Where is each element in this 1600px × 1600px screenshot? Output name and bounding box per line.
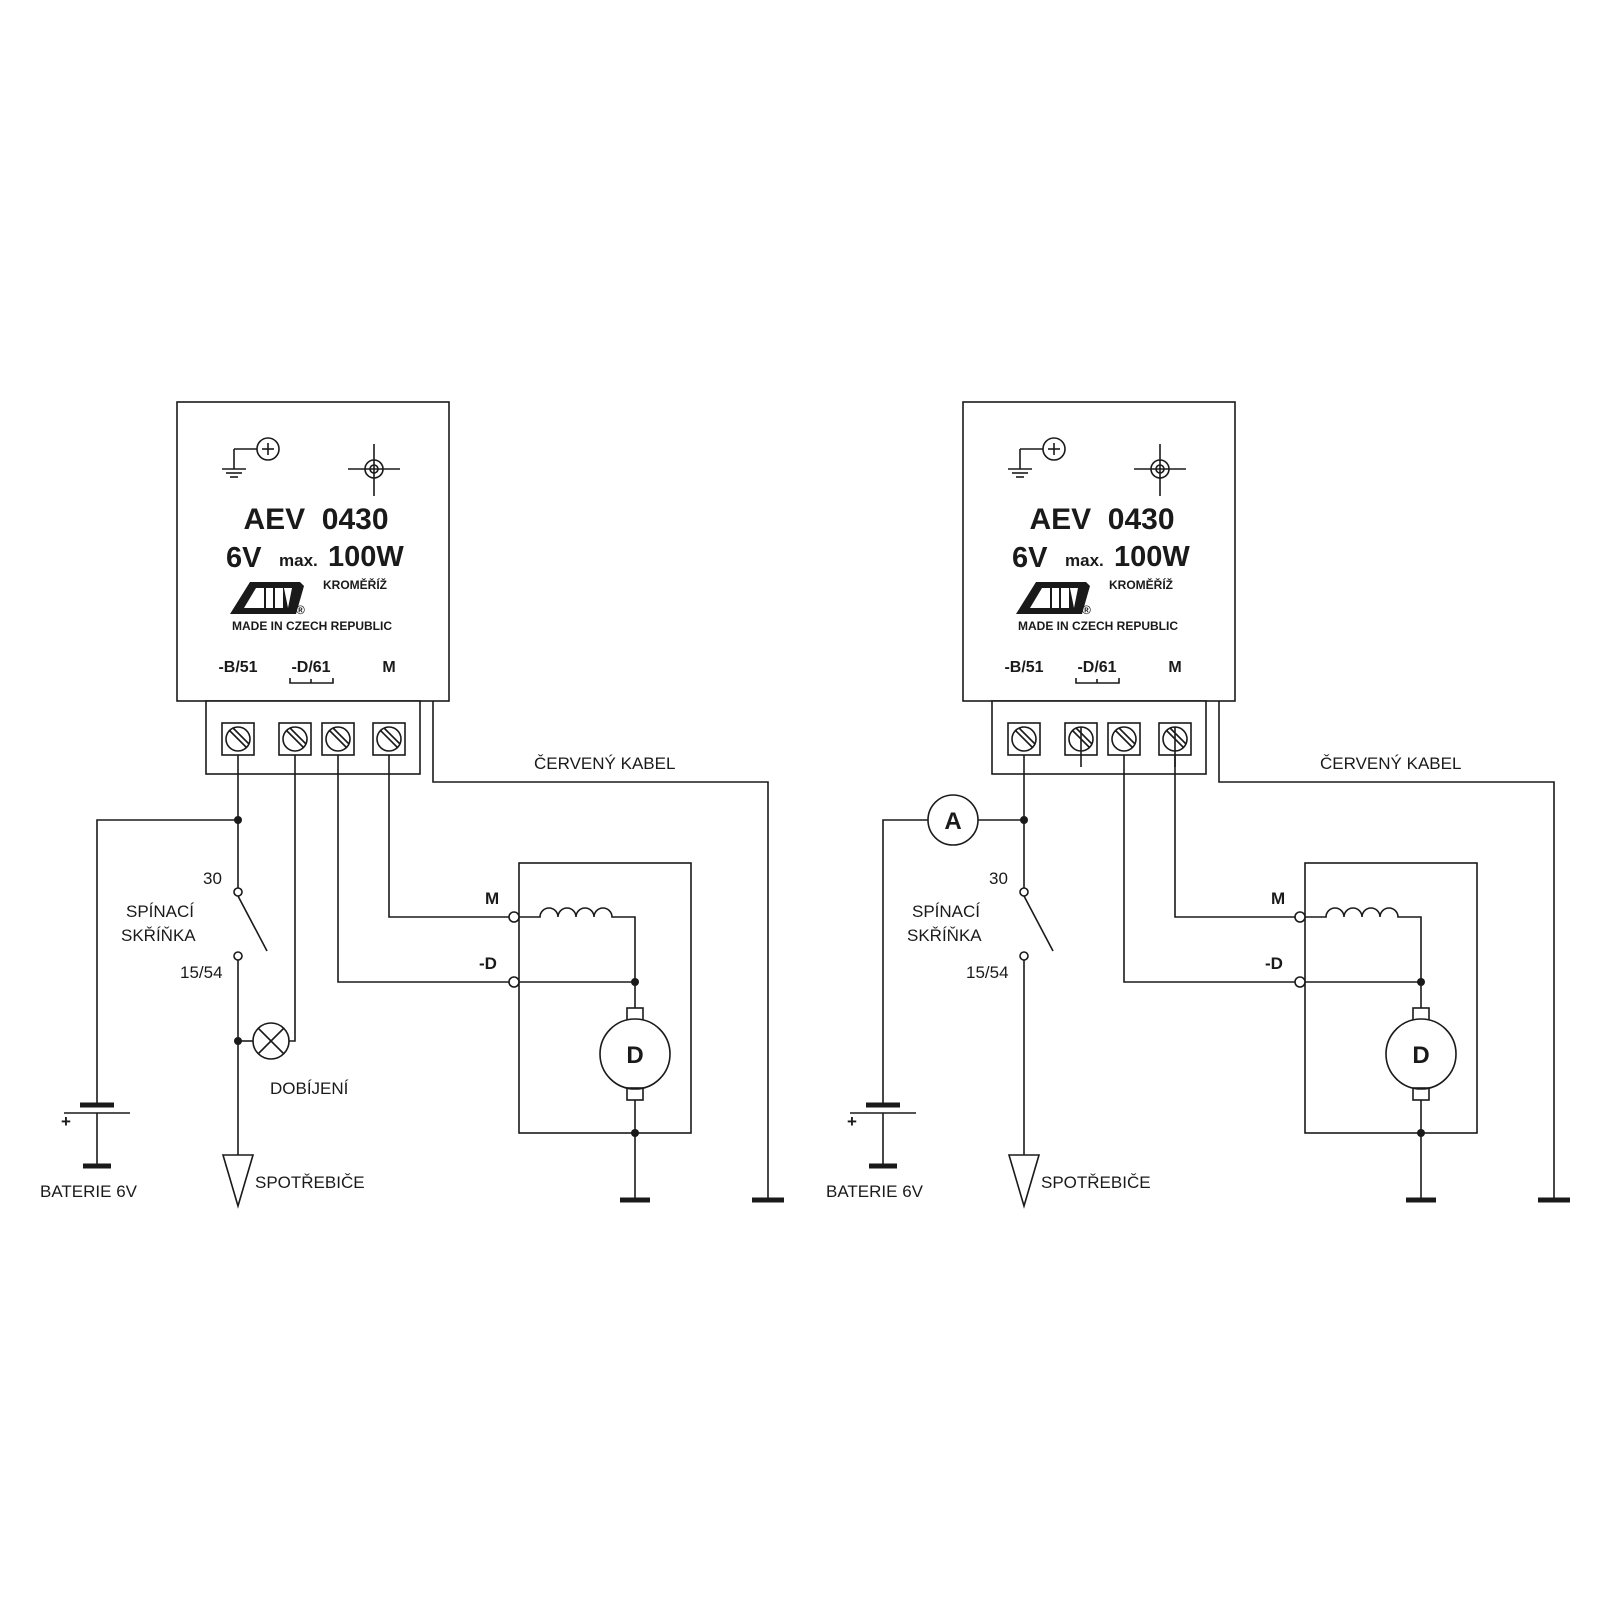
consumers-label: SPOTŘEBIČE bbox=[255, 1173, 365, 1192]
dynamo-label: D bbox=[1412, 1042, 1429, 1069]
switch-30-label: 30 bbox=[203, 869, 222, 888]
switch-1554-label: 15/54 bbox=[966, 963, 1009, 982]
made-in-label: MADE IN CZECH REPUBLIC bbox=[1018, 619, 1178, 633]
registered-mark: ® bbox=[1082, 603, 1091, 617]
made-in-label: MADE IN CZECH REPUBLIC bbox=[232, 619, 392, 633]
terminal-b51-label: -B/51 bbox=[218, 659, 257, 676]
dynamo-m-label: M bbox=[1271, 889, 1285, 908]
brush-bottom bbox=[1412, 1087, 1430, 1101]
voltage-label: 6V bbox=[226, 542, 262, 574]
switch-lever bbox=[1023, 895, 1054, 952]
diagram-with-charging-lamp: AEV 0430 6V max. 100W ® KROMĚŘÍŽ MADE IN… bbox=[40, 401, 784, 1209]
dynamo-terminal-m bbox=[1294, 911, 1306, 923]
switch-contact-1554 bbox=[1019, 951, 1029, 961]
battery-label: BATERIE 6V bbox=[40, 1182, 138, 1201]
mounting-hole-icon bbox=[348, 444, 400, 496]
mounting-hole-icon bbox=[1134, 444, 1186, 496]
switch-lever bbox=[237, 895, 268, 952]
battery-plus-label: + bbox=[847, 1112, 857, 1131]
terminal-block bbox=[991, 700, 1207, 775]
terminal-d61-label: -D/61 bbox=[1077, 659, 1116, 676]
terminal-bracket bbox=[1075, 678, 1120, 684]
voltage-label: 6V bbox=[1012, 542, 1048, 574]
registered-mark: ® bbox=[296, 603, 305, 617]
ground-plus-icon bbox=[222, 437, 280, 478]
dynamo-terminal-m bbox=[508, 911, 520, 923]
ammeter-label: A bbox=[944, 808, 961, 835]
d-wire bbox=[337, 755, 510, 983]
lamp-d61-wire bbox=[289, 755, 296, 1042]
aev-logo bbox=[1016, 582, 1090, 614]
max-prefix-label: max. bbox=[1065, 551, 1104, 570]
d-wire bbox=[1123, 755, 1296, 983]
dynamo-housing bbox=[1304, 862, 1478, 1134]
regulator-housing bbox=[962, 401, 1236, 702]
regulator-housing bbox=[176, 401, 450, 702]
consumers-arrow-icon bbox=[221, 1154, 255, 1209]
aev-logo bbox=[230, 582, 304, 614]
terminal-b51-label: -B/51 bbox=[1004, 659, 1043, 676]
field-coil-icon bbox=[1305, 907, 1422, 982]
screw-terminal-d61a bbox=[278, 722, 312, 756]
red-cable-wire bbox=[1218, 701, 1555, 1200]
consumers-arrow-icon bbox=[1007, 1154, 1041, 1209]
power-label: 100W bbox=[328, 541, 404, 573]
red-cable-label: ČERVENÝ KABEL bbox=[1320, 754, 1461, 773]
switch-1554-label: 15/54 bbox=[180, 963, 223, 982]
battery-label: BATERIE 6V bbox=[826, 1182, 924, 1201]
max-prefix-label: max. bbox=[279, 551, 318, 570]
dynamo-housing bbox=[518, 862, 692, 1134]
red-cable-wire bbox=[432, 701, 769, 1200]
model-label: AEV 0430 bbox=[243, 503, 388, 536]
dynamo-d-label: -D bbox=[479, 954, 497, 973]
switch-contact-1554 bbox=[233, 951, 243, 961]
m-wire bbox=[388, 755, 510, 918]
screw-terminal-d61a bbox=[1064, 722, 1098, 767]
red-cable-label: ČERVENÝ KABEL bbox=[534, 754, 675, 773]
terminal-d61-label: -D/61 bbox=[291, 659, 330, 676]
model-label: AEV 0430 bbox=[1029, 503, 1174, 536]
dynamo-armature-icon bbox=[599, 1018, 671, 1090]
dynamo-label: D bbox=[626, 1042, 643, 1069]
switch-contact-30 bbox=[233, 887, 243, 897]
consumers-label: SPOTŘEBIČE bbox=[1041, 1173, 1151, 1192]
switch-30-label: 30 bbox=[989, 869, 1008, 888]
city-label: KROMĚŘÍŽ bbox=[323, 577, 387, 592]
charging-lamp-icon bbox=[252, 1022, 290, 1060]
terminal-bracket bbox=[289, 678, 334, 684]
m-wire bbox=[1174, 755, 1296, 918]
field-coil-icon bbox=[519, 907, 636, 982]
terminal-m-label: M bbox=[1168, 659, 1181, 676]
switch-name-line1: SPÍNACÍ bbox=[126, 902, 194, 921]
switch-contact-30 bbox=[1019, 887, 1029, 897]
dynamo-d-label: -D bbox=[1265, 954, 1283, 973]
switch-name-line1: SPÍNACÍ bbox=[912, 902, 980, 921]
city-label: KROMĚŘÍŽ bbox=[1109, 577, 1173, 592]
dynamo-m-label: M bbox=[485, 889, 499, 908]
ground-plus-icon bbox=[1008, 437, 1066, 478]
dynamo-armature-icon bbox=[1385, 1018, 1457, 1090]
brush-bottom bbox=[626, 1087, 644, 1101]
dynamo-terminal-d bbox=[1294, 976, 1306, 988]
power-label: 100W bbox=[1114, 541, 1190, 573]
terminal-m-label: M bbox=[382, 659, 395, 676]
battery-wire bbox=[882, 819, 928, 1105]
diagram-with-ammeter: AEV 0430 6V max. 100W ® KROMĚŘÍŽ MADE IN… bbox=[826, 401, 1570, 1209]
battery-plus-label: + bbox=[61, 1112, 71, 1131]
dynamo-terminal-d bbox=[508, 976, 520, 988]
battery-wire bbox=[96, 819, 238, 1105]
switch-name-line2: SKŘÍŇKA bbox=[121, 926, 196, 945]
switch-name-line2: SKŘÍŇKA bbox=[907, 926, 982, 945]
charging-lamp-label: DOBÍJENÍ bbox=[270, 1079, 349, 1098]
